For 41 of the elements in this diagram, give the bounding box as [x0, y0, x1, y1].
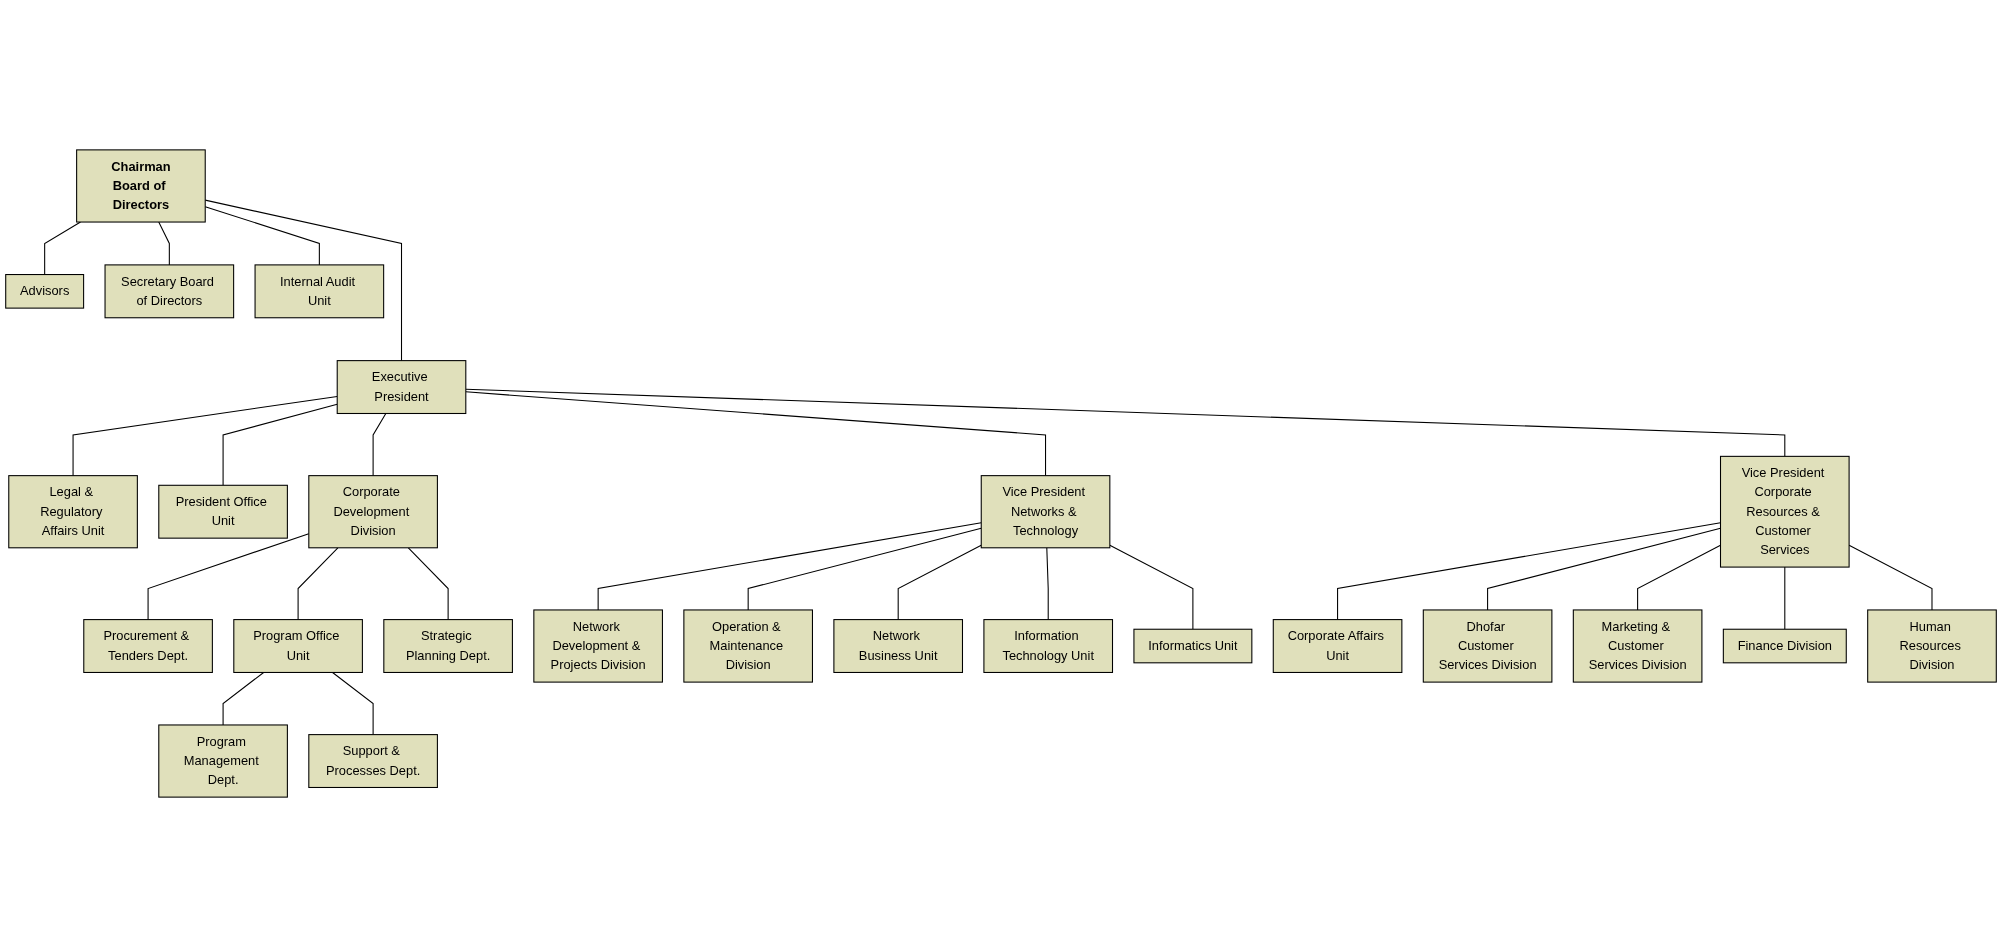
node-box: Vice President Networks & Technology: [980, 475, 1111, 549]
connector: [407, 547, 449, 621]
node-box: Support & Processes Dept.: [308, 734, 438, 788]
connector: [597, 522, 982, 611]
connector: [465, 388, 1786, 457]
connector: [1109, 544, 1194, 630]
node-box: Corporate Affairs Unit: [1272, 619, 1403, 673]
node-box: Secretary Board of Directors: [104, 264, 235, 319]
connector: [465, 391, 1047, 477]
node-box: Strategic Planning Dept.: [383, 619, 513, 673]
node-box: Human Resources Division: [1867, 609, 1997, 683]
node-box: Information Technology Unit: [983, 619, 1114, 673]
node-box: President Office Unit: [158, 484, 288, 539]
node-box: Operation & Maintenance Division: [683, 609, 813, 683]
connector: [222, 671, 265, 726]
node-box: Executive President: [336, 360, 467, 415]
connector: [747, 527, 982, 611]
node-box: Procurement & Tenders Dept.: [83, 619, 213, 673]
node-box: Finance Division: [1722, 628, 1847, 664]
node-box: Informatics Unit: [1133, 628, 1253, 664]
node-box: Program Office Unit: [233, 619, 363, 673]
node-box: Advisors: [5, 274, 85, 309]
node-box: Network Business Unit: [833, 619, 963, 673]
node-box: Internal Audit Unit: [254, 264, 385, 319]
node-box: Vice President Corporate Resources & Customer Services: [1719, 455, 1850, 568]
connector: [897, 544, 982, 621]
connector: [1784, 566, 1786, 630]
node-box: Chairman Board of Directors: [76, 149, 206, 223]
node-box: Network Development & Projects Division: [533, 609, 663, 683]
node-box: Corporate Development Division: [308, 475, 438, 549]
connector: [332, 671, 374, 736]
connector: [222, 403, 338, 486]
connector: [1046, 547, 1049, 621]
connector: [158, 221, 170, 266]
node-box: Marketing & Customer Services Division: [1572, 609, 1703, 683]
node-box: Dhofar Customer Services Division: [1422, 609, 1553, 683]
connector: [372, 412, 387, 477]
connector: [72, 395, 338, 477]
node-box: Program Management Dept.: [158, 724, 288, 798]
connector: [297, 547, 339, 621]
node-box: Legal & Regulatory Affairs Unit: [8, 475, 138, 549]
